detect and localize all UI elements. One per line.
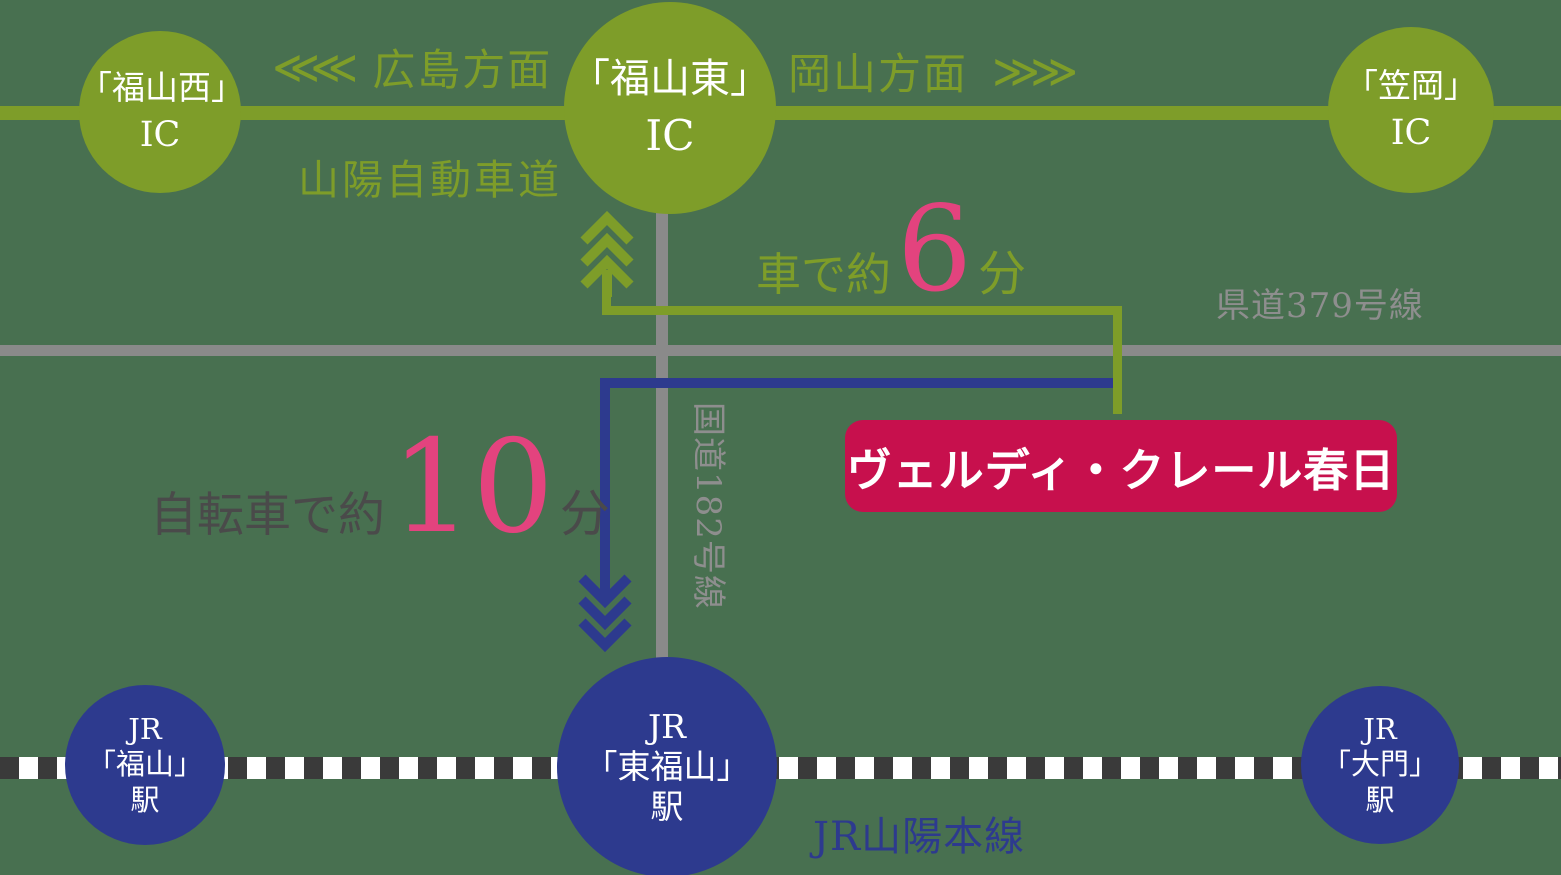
ic-fukuyama-higashi-ic: IC	[645, 110, 695, 160]
station-circle-daimon: JR 「大門」 駅	[1301, 686, 1459, 844]
bicycle-route-down-arrow-icon	[578, 570, 632, 654]
car-route-up-arrow-icon	[580, 211, 634, 297]
expressway-name-label: 山陽自動車道	[298, 156, 562, 204]
okayama-chevrons-icon: ≫≫	[992, 44, 1078, 98]
station-fukuyama-name: 「福山」	[86, 747, 203, 782]
car-route-horizontal	[603, 306, 1122, 315]
national-road-label: 国道182号線	[688, 402, 728, 610]
ic-kasaoka-ic: IC	[1390, 112, 1432, 153]
railway-name-label: JR山陽本線	[813, 814, 1026, 860]
bicycle-time-prefix: 自転車で約	[150, 488, 385, 543]
station-daimon-eki: 駅	[1365, 782, 1395, 817]
station-higashi-fukuyama-eki: 駅	[650, 787, 684, 827]
station-fukuyama-jr: JR	[128, 711, 162, 746]
bicycle-time-suffix: 分	[559, 485, 610, 543]
station-daimon-name: 「大門」	[1321, 747, 1438, 782]
hiroshima-chevrons-icon: ≪≪	[272, 40, 358, 94]
destination-name: ヴェルディ・クレール春日	[846, 443, 1396, 497]
car-time-suffix: 分	[978, 246, 1027, 302]
bicycle-time-label: 自転車で約 10 分	[150, 424, 610, 552]
station-higashi-fukuyama-name: 「東福山」	[584, 746, 750, 786]
ic-fukuyama-nishi-ic: IC	[139, 114, 181, 155]
car-route-vertical-to-badge	[1113, 306, 1122, 414]
station-fukuyama-eki: 駅	[130, 782, 160, 817]
ic-circle-fukuyama-higashi: 「福山東」 IC	[564, 2, 776, 214]
ic-fukuyama-nishi-name: 「福山西」	[79, 67, 244, 107]
car-time-minutes: 6	[897, 180, 973, 318]
prefectural-road-label: 県道379号線	[1216, 286, 1424, 326]
ic-circle-fukuyama-nishi: 「福山西」 IC	[79, 31, 244, 193]
sanyo-expressway-road	[0, 106, 1561, 120]
destination-badge: ヴェルディ・クレール春日	[845, 420, 1397, 512]
railway-line	[0, 757, 1561, 779]
national-route-182	[656, 118, 668, 658]
direction-okayama: 岡山方面 ≫≫	[788, 40, 1078, 102]
direction-hiroshima-label: 広島方面	[372, 46, 553, 96]
station-circle-fukuyama: JR 「福山」 駅	[65, 685, 225, 845]
car-time-label: 車で約 6 分	[756, 190, 1026, 308]
ic-kasaoka-name: 「笠岡」	[1345, 65, 1477, 105]
station-higashi-fukuyama-jr: JR	[647, 706, 687, 746]
bicycle-route-horizontal	[602, 378, 1113, 388]
station-daimon-jr: JR	[1363, 711, 1397, 746]
bicycle-time-minutes: 10	[391, 413, 554, 562]
direction-okayama-label: 岡山方面	[788, 50, 968, 100]
direction-hiroshima: ≪≪ 広島方面	[272, 36, 552, 98]
ic-circle-kasaoka: 「笠岡」 IC	[1328, 27, 1494, 193]
ic-fukuyama-higashi-name: 「福山東」	[570, 55, 770, 102]
station-circle-higashi-fukuyama: JR 「東福山」 駅	[557, 657, 777, 875]
prefectural-road-379	[0, 345, 1561, 356]
car-time-prefix: 車で約	[756, 248, 892, 301]
bicycle-route-vertical	[600, 378, 610, 576]
